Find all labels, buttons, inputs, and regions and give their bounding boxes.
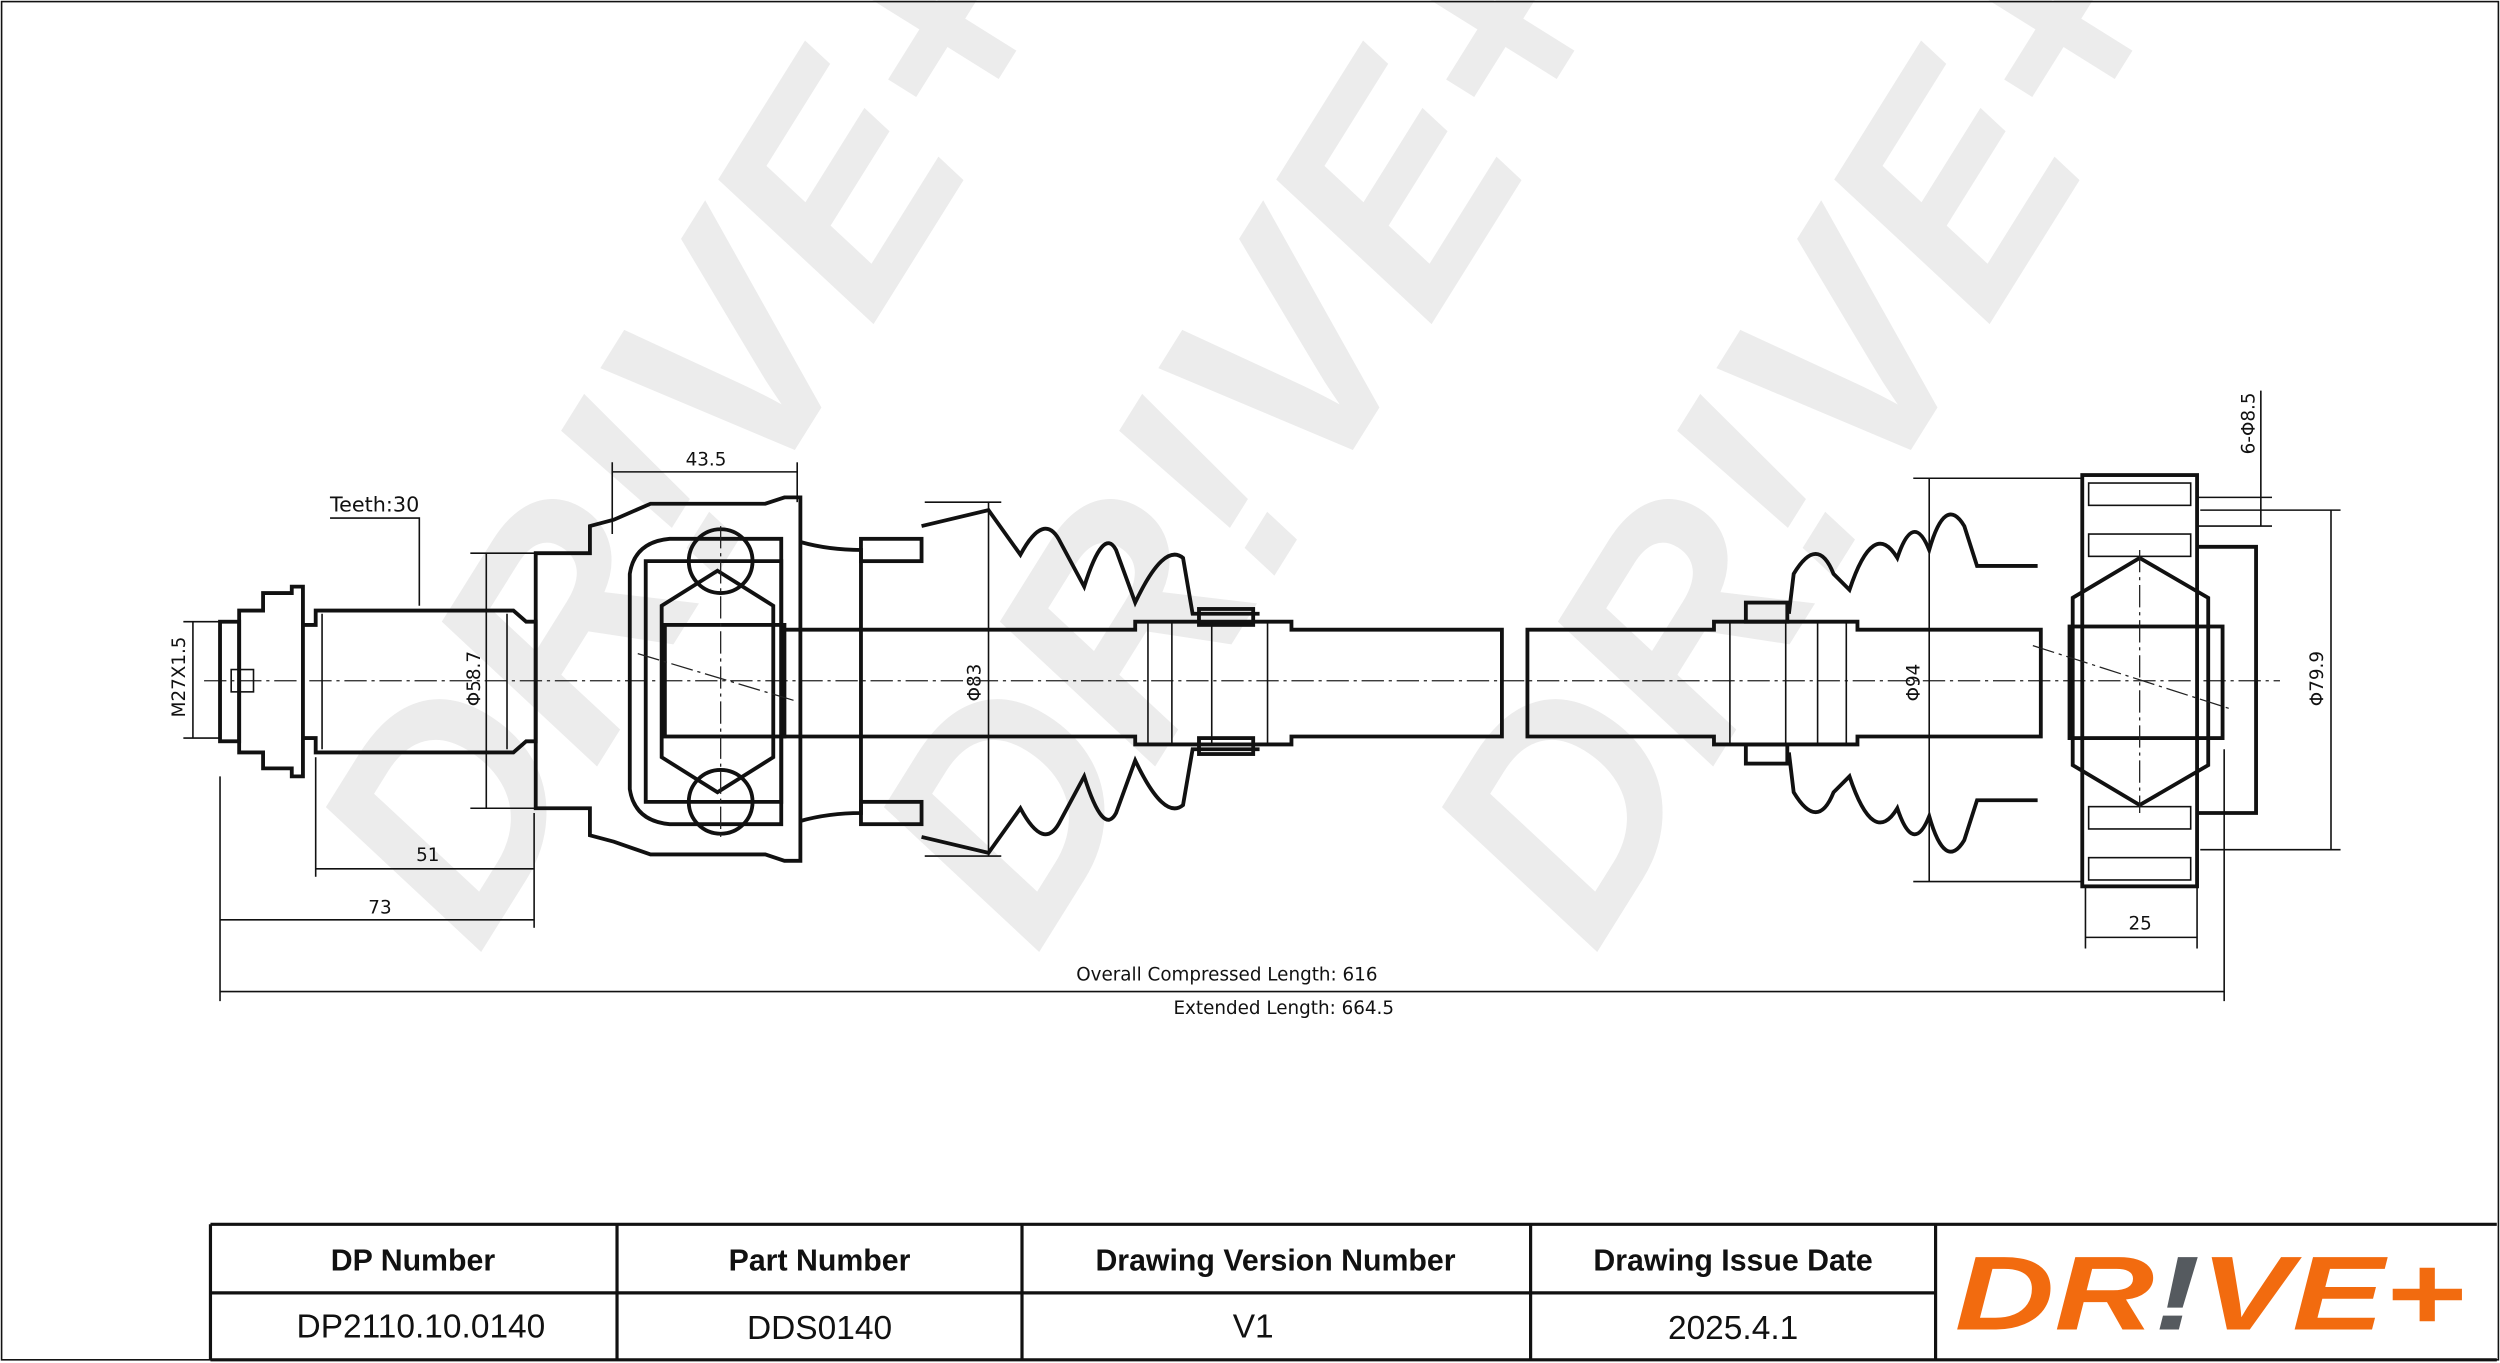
outer-cv-joint [533, 495, 863, 863]
watermark: DR!VE+ DR!VE+ DR!VE+ [247, 0, 2243, 991]
boot-left [859, 507, 1260, 856]
dim-flange-pcd: Φ79.9 [2307, 651, 2328, 706]
title-block: DP Number Part Number Drawing Version Nu… [208, 1222, 2497, 1362]
header-part-number: Part Number [729, 1245, 911, 1278]
value-issue-date: 2025.4.1 [1668, 1310, 1798, 1347]
value-dp-number: DP2110.10.0140 [297, 1308, 546, 1345]
dim-boot-left-diameter: Φ83 [965, 664, 986, 702]
dim-bolt-holes: 6-Φ8.5 [2238, 392, 2259, 454]
header-issue-date: Drawing Issue Date [1593, 1245, 1872, 1278]
drive-logo: DR!VE+ [1955, 1236, 2465, 1353]
drive-shaft [781, 619, 2043, 747]
teeth-label: Teeth:30 [329, 493, 419, 517]
dim-flange-width: 25 [2129, 913, 2152, 934]
overall-length: Overall Compressed Length: 616 [1076, 964, 1377, 985]
header-version: Drawing Version Number [1095, 1245, 1455, 1278]
axle-nut [218, 584, 305, 779]
dimension-labels: 43.5 Teeth:30 Φ58.7 M27X1.5 51 73 Φ83 Φ9… [169, 392, 2328, 1018]
dim-stub-length: 73 [368, 897, 391, 918]
value-version: V1 [1233, 1308, 1274, 1345]
dim-joint-width: 43.5 [686, 449, 727, 470]
dim-spline-length: 51 [416, 845, 439, 866]
value-part-number: DDS0140 [747, 1310, 892, 1347]
dimensions [183, 390, 2341, 1002]
boot-right [1743, 512, 2038, 854]
dim-stub-diameter: Φ58.7 [464, 651, 485, 706]
thread-label: M27X1.5 [169, 637, 190, 718]
extended-length: Extended Length: 664.5 [1173, 998, 1394, 1019]
inner-tripod-joint [2032, 473, 2258, 889]
dim-boot-right-diameter: Φ94 [1904, 664, 1925, 702]
header-dp-number: DP Number [331, 1245, 496, 1278]
